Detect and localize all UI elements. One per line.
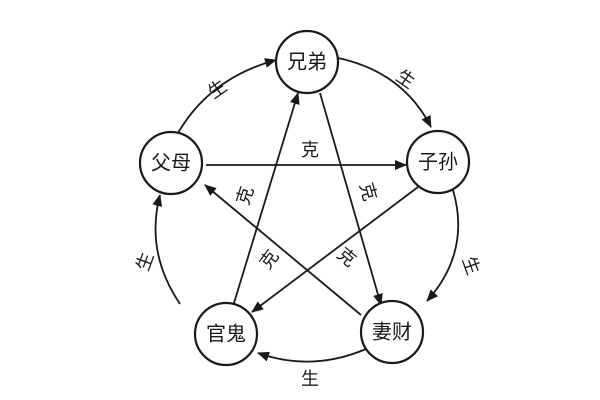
label-ke-horizontal: 克	[301, 140, 319, 161]
overcoming-labels: 克 克 克 克 克	[233, 140, 380, 273]
node-guangui-circle	[193, 301, 259, 367]
label-sheng-bottom: 生	[301, 369, 319, 390]
label-sheng-right: 生	[458, 254, 484, 278]
node-zisun-circle	[405, 129, 471, 195]
generating-cycle	[152, 57, 460, 363]
label-sheng-top-left: 生	[204, 76, 231, 104]
node-fumu-circle	[138, 130, 204, 196]
node-qicai: 妻财	[359, 299, 425, 365]
generating-labels: 生 生 生 生 生	[133, 66, 484, 390]
node-qicai-label: 妻财	[372, 320, 412, 344]
node-guangui: 官鬼	[193, 301, 259, 367]
arrow-ke-zisun-guangui	[251, 186, 419, 313]
node-fumu-label: 父母	[151, 151, 191, 175]
node-qicai-circle	[359, 299, 425, 365]
arrow-ke-xiongdi-qicai	[319, 92, 383, 306]
label-ke-lower-left: 克	[256, 246, 284, 273]
arrow-sheng-zisun-qicai	[426, 189, 460, 302]
node-guangui-label: 官鬼	[206, 322, 246, 346]
arrow-ke-guangui-xiongdi	[233, 92, 300, 304]
arrow-sheng-qicai-guangui	[257, 348, 367, 363]
label-sheng-left: 生	[133, 250, 159, 274]
arrow-sheng-fumu-xiongdi	[177, 58, 277, 134]
node-xiongdi-circle	[274, 29, 340, 95]
node-zisun: 子孙	[405, 129, 471, 195]
label-ke-right-diagonal: 克	[355, 180, 380, 203]
overcoming-star	[204, 92, 419, 316]
node-xiongdi: 兄弟	[274, 29, 340, 95]
arrow-sheng-guangui-fumu	[152, 194, 181, 305]
node-xiongdi-label: 兄弟	[287, 50, 327, 74]
node-zisun-label: 子孙	[418, 150, 458, 174]
arrow-sheng-xiongdi-zisun	[337, 57, 432, 128]
arrow-ke-qicai-fumu	[204, 184, 362, 316]
label-sheng-top-right: 生	[392, 66, 419, 94]
node-fumu: 父母	[138, 130, 204, 196]
label-ke-left-diagonal: 克	[233, 184, 259, 208]
